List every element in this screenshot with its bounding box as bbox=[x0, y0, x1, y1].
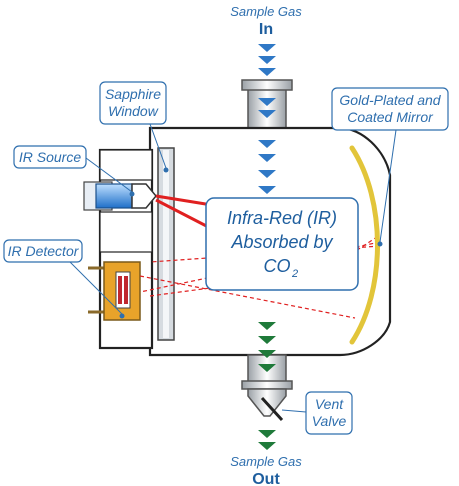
ir-absorbed-line3: CO bbox=[264, 256, 291, 276]
ir-source bbox=[83, 181, 157, 211]
sample-gas-in-direction: In bbox=[259, 21, 273, 38]
vent-valve-label-line1: Vent bbox=[315, 396, 344, 412]
ir-absorbed-callout: Infra-Red (IR) Absorbed by CO 2 bbox=[205, 197, 359, 291]
inlet-tube bbox=[241, 79, 293, 129]
mirror-callout: Gold-Plated and Coated Mirror bbox=[331, 87, 449, 247]
ir-absorbed-subscript: 2 bbox=[291, 268, 298, 280]
ir-absorbed-line2: Absorbed by bbox=[230, 232, 333, 252]
ir-detector bbox=[88, 261, 141, 321]
sapphire-window-callout: Sapphire Window bbox=[99, 81, 169, 173]
gas-flow-out-arrows bbox=[258, 322, 276, 450]
sample-gas-out-direction: Out bbox=[252, 471, 280, 486]
sapphire-window bbox=[157, 147, 175, 341]
ir-detector-callout: IR Detector bbox=[3, 239, 125, 319]
gold-plated-mirror bbox=[349, 145, 380, 345]
outlet-tube bbox=[241, 354, 293, 417]
sample-gas-in-label: Sample Gas bbox=[230, 4, 302, 19]
vent-valve-label-line2: Valve bbox=[312, 413, 347, 429]
gas-flow-in-arrows bbox=[258, 44, 276, 194]
ir-absorbed-line1: Infra-Red (IR) bbox=[227, 208, 337, 228]
sapphire-window-label-line1: Sapphire bbox=[105, 86, 161, 102]
ir-source-callout: IR Source bbox=[13, 145, 135, 197]
mirror-label-line2: Coated Mirror bbox=[347, 109, 434, 125]
sample-gas-out-label: Sample Gas bbox=[230, 454, 302, 469]
ir-detector-label: IR Detector bbox=[8, 243, 80, 259]
ir-source-label: IR Source bbox=[19, 149, 81, 165]
vent-valve bbox=[260, 396, 284, 422]
vent-valve-callout: Vent Valve bbox=[281, 391, 353, 435]
sapphire-window-label-line2: Window bbox=[108, 103, 159, 119]
mirror-label-line1: Gold-Plated and bbox=[339, 92, 441, 108]
